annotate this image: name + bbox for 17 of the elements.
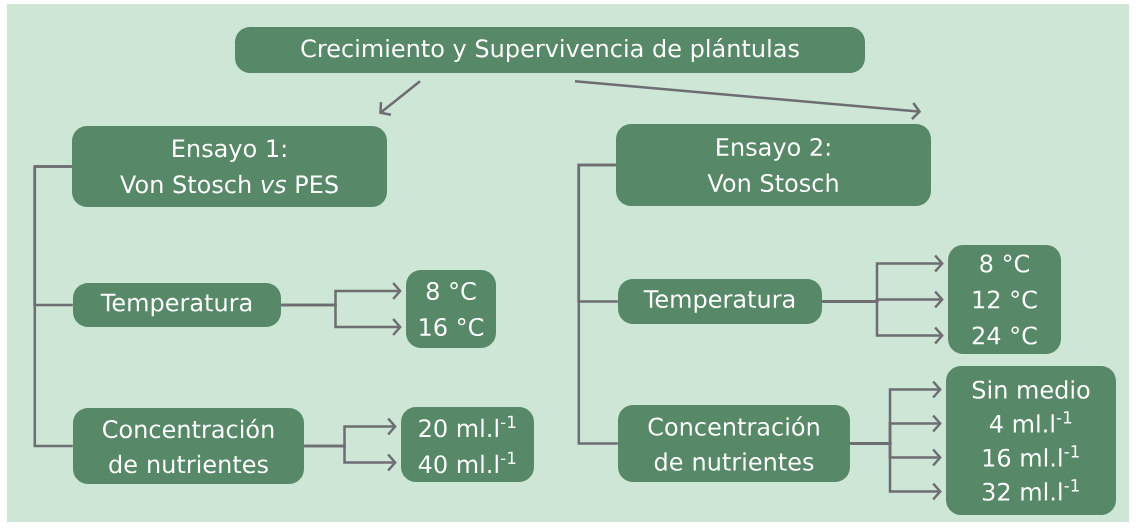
factor-box: Concentración de nutrientes	[618, 405, 850, 482]
trial-box: Ensayo 1: Von Stosch vs PES	[72, 126, 387, 207]
arrow	[850, 442, 942, 501]
level-box: 20 ml.l$^{-1}$ 40 ml.l$^{-1}$	[401, 407, 534, 482]
arrow	[822, 300, 944, 345]
level-box: Sin medio 4 ml.l$^{-1}$ 16 ml.l$^{-1}$ 32 ml.l$^{-1}$	[946, 366, 1116, 515]
factor-box: Concentración de nutrientes	[73, 408, 304, 484]
trial-box: Ensayo 2: Von Stosch	[616, 124, 931, 206]
factor-box: Temperatura	[73, 283, 281, 327]
arrow	[304, 444, 397, 472]
level-box: 8 °C 16 °C	[406, 270, 496, 348]
factor-box: Temperatura	[618, 279, 822, 324]
arrow	[281, 303, 402, 336]
title-box: Crecimiento y Supervivencia de plántulas	[235, 27, 865, 73]
level-box: 8 °C 12 °C 24 °C	[948, 245, 1061, 354]
arrow	[379, 80, 421, 116]
arrow	[574, 79, 922, 120]
